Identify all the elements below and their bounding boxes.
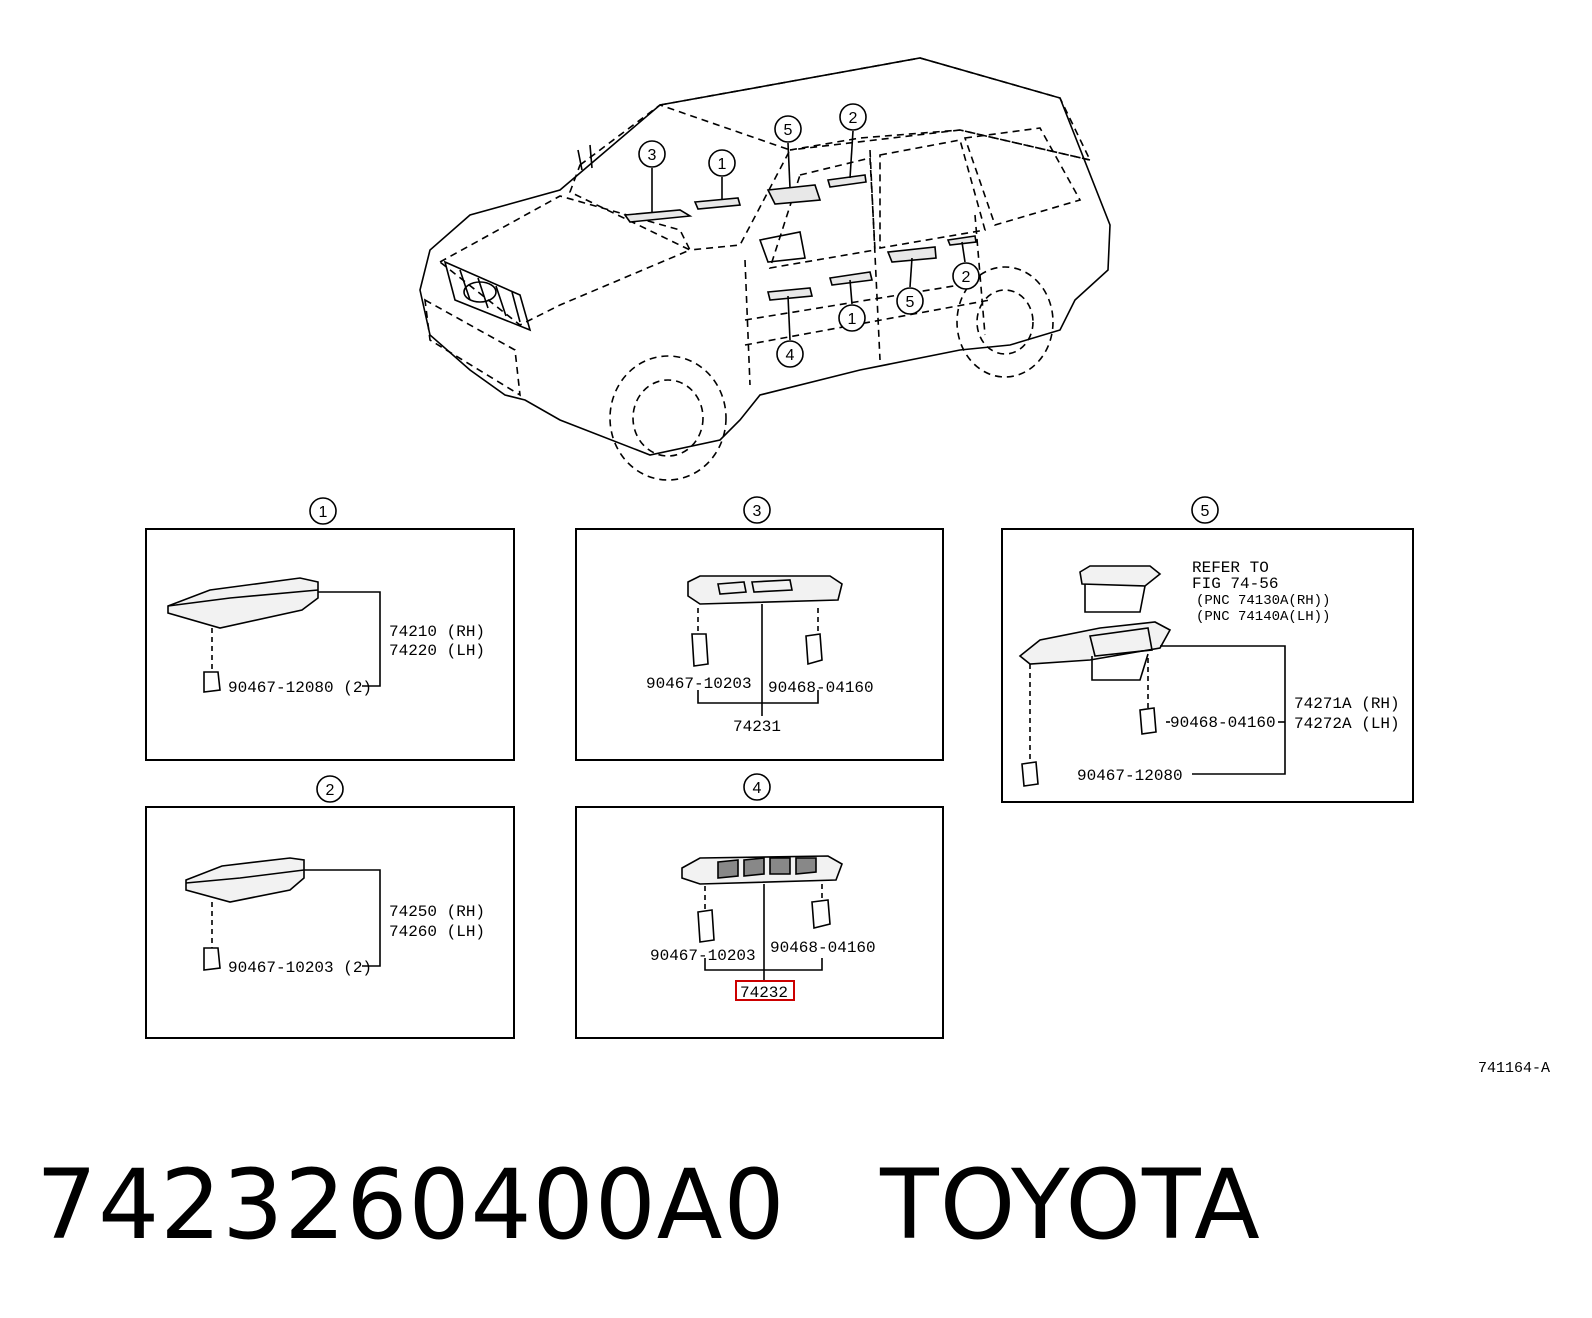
part-label: 74210 (RH) — [389, 623, 485, 641]
vehicle-callout-1-rear: 1 — [838, 304, 866, 332]
panel-number: 4 — [753, 780, 762, 797]
part-label: 90467-10203 — [646, 675, 752, 693]
part-number: 7423260400A0 — [36, 1149, 786, 1261]
vehicle-callouts: 3 1 5 2 2 5 1 4 — [638, 103, 980, 368]
panel-number: 5 — [1201, 503, 1210, 520]
vehicle-callout-4: 4 — [776, 340, 804, 368]
vehicle-callout-2: 2 — [839, 103, 867, 131]
callout-number: 2 — [849, 110, 858, 127]
part-label: 74272A (LH) — [1294, 715, 1400, 733]
panel-frame — [575, 528, 944, 761]
vehicle-callout-5-rear: 5 — [896, 287, 924, 315]
callout-number: 1 — [718, 156, 727, 173]
vehicle-callout-3: 3 — [638, 140, 666, 168]
panel-5: 5 REFER TO FIG 74-56 (PNC 74130A(RH)) (P… — [1001, 496, 1414, 803]
panel-3: 3 90467-10203 90468-04160 74231 — [575, 496, 944, 761]
brand-name: TOYOTA — [880, 1149, 1261, 1261]
armrest-part — [167, 577, 381, 693]
vehicle-callout-1: 1 — [708, 149, 736, 177]
vehicle-illustration — [419, 57, 1111, 481]
master-switch-base-part — [1018, 565, 1286, 787]
panel-1: 1 74210 (RH) 74220 (LH) 90467-12080 (2) — [145, 497, 515, 761]
callout-number: 4 — [786, 347, 795, 364]
part-label: 74260 (LH) — [389, 923, 485, 941]
panel-frame — [145, 528, 515, 761]
panel-frame — [145, 806, 515, 1039]
callout-number: 2 — [962, 269, 971, 286]
panel-number: 2 — [326, 782, 335, 799]
refer-text: (PNC 74130A(RH)) — [1196, 593, 1330, 609]
panel-2: 2 74250 (RH) 74260 (LH) 90467-10203 (2) — [145, 775, 515, 1039]
armrest-part — [185, 857, 381, 971]
refer-text: REFER TO — [1192, 559, 1269, 577]
vehicle-callout-2-rear: 2 — [952, 262, 980, 290]
part-label: 90468-04160 — [770, 939, 876, 957]
panel-frame — [1001, 528, 1414, 803]
part-label: 74220 (LH) — [389, 642, 485, 660]
callout-number: 5 — [784, 122, 793, 139]
panel-number: 1 — [319, 504, 328, 521]
part-label: 90468-04160 — [768, 679, 874, 697]
refer-text: (PNC 74140A(LH)) — [1196, 609, 1330, 625]
highlighted-part-label[interactable]: 74232 — [740, 984, 788, 1002]
callout-number: 5 — [906, 294, 915, 311]
part-label: 90467-12080 (2) — [228, 679, 372, 697]
part-label: 74250 (RH) — [389, 903, 485, 921]
highlight-box — [735, 980, 795, 1001]
part-label: 74271A (RH) — [1294, 695, 1400, 713]
vehicle-callout-5: 5 — [774, 115, 802, 143]
panel-4: 4 90467-10203 90468-04160 74232 — [575, 773, 944, 1039]
part-label: 90467-10203 (2) — [228, 959, 372, 977]
part-label: 90467-12080 — [1077, 767, 1183, 785]
part-label: 74231 — [733, 718, 781, 736]
switch-base-part — [681, 855, 843, 982]
panel-frame — [575, 806, 944, 1039]
part-title: 7423260400A0 TOYOTA — [36, 1150, 1261, 1260]
callout-number: 1 — [848, 311, 857, 328]
switch-base-part — [687, 575, 843, 716]
figure-code: 741164-A — [1478, 1060, 1551, 1077]
callout-number: 3 — [648, 147, 657, 164]
panel-number: 3 — [753, 503, 762, 520]
part-label: 90468-04160 — [1170, 714, 1276, 732]
refer-text: FIG 74-56 — [1192, 575, 1278, 593]
part-label: 90467-10203 — [650, 947, 756, 965]
